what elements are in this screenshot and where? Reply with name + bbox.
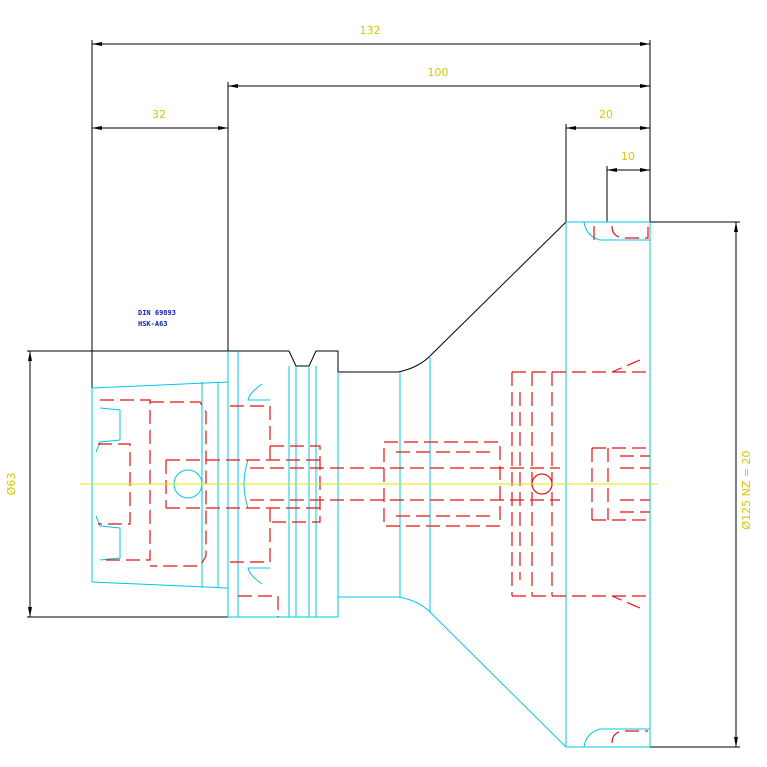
dim-text-overall-length: 132 bbox=[360, 24, 381, 37]
dimension-100 bbox=[228, 84, 650, 88]
dimension-132 bbox=[92, 42, 650, 46]
dim-text-shank-diameter: Ø63 bbox=[5, 473, 18, 496]
dimension-d125 bbox=[734, 222, 738, 747]
interface-label: HSK-A63 bbox=[138, 320, 168, 328]
dimension-10 bbox=[607, 168, 650, 172]
dim-text-flange-step: 10 bbox=[621, 150, 635, 163]
dim-text-cutter-diameter: Ø125 NZ = 20 bbox=[740, 450, 753, 529]
hidden-lines bbox=[98, 222, 650, 744]
dim-text-flange-length: 20 bbox=[599, 108, 613, 121]
dim-text-body-length: 100 bbox=[428, 66, 449, 79]
dimension-d63 bbox=[28, 351, 32, 617]
dimension-32 bbox=[92, 126, 228, 130]
dim-text-shank-length: 32 bbox=[152, 108, 166, 121]
extension-lines bbox=[91, 40, 651, 388]
dimension-20 bbox=[566, 126, 650, 130]
standard-label: DIN 69893 bbox=[138, 309, 176, 317]
